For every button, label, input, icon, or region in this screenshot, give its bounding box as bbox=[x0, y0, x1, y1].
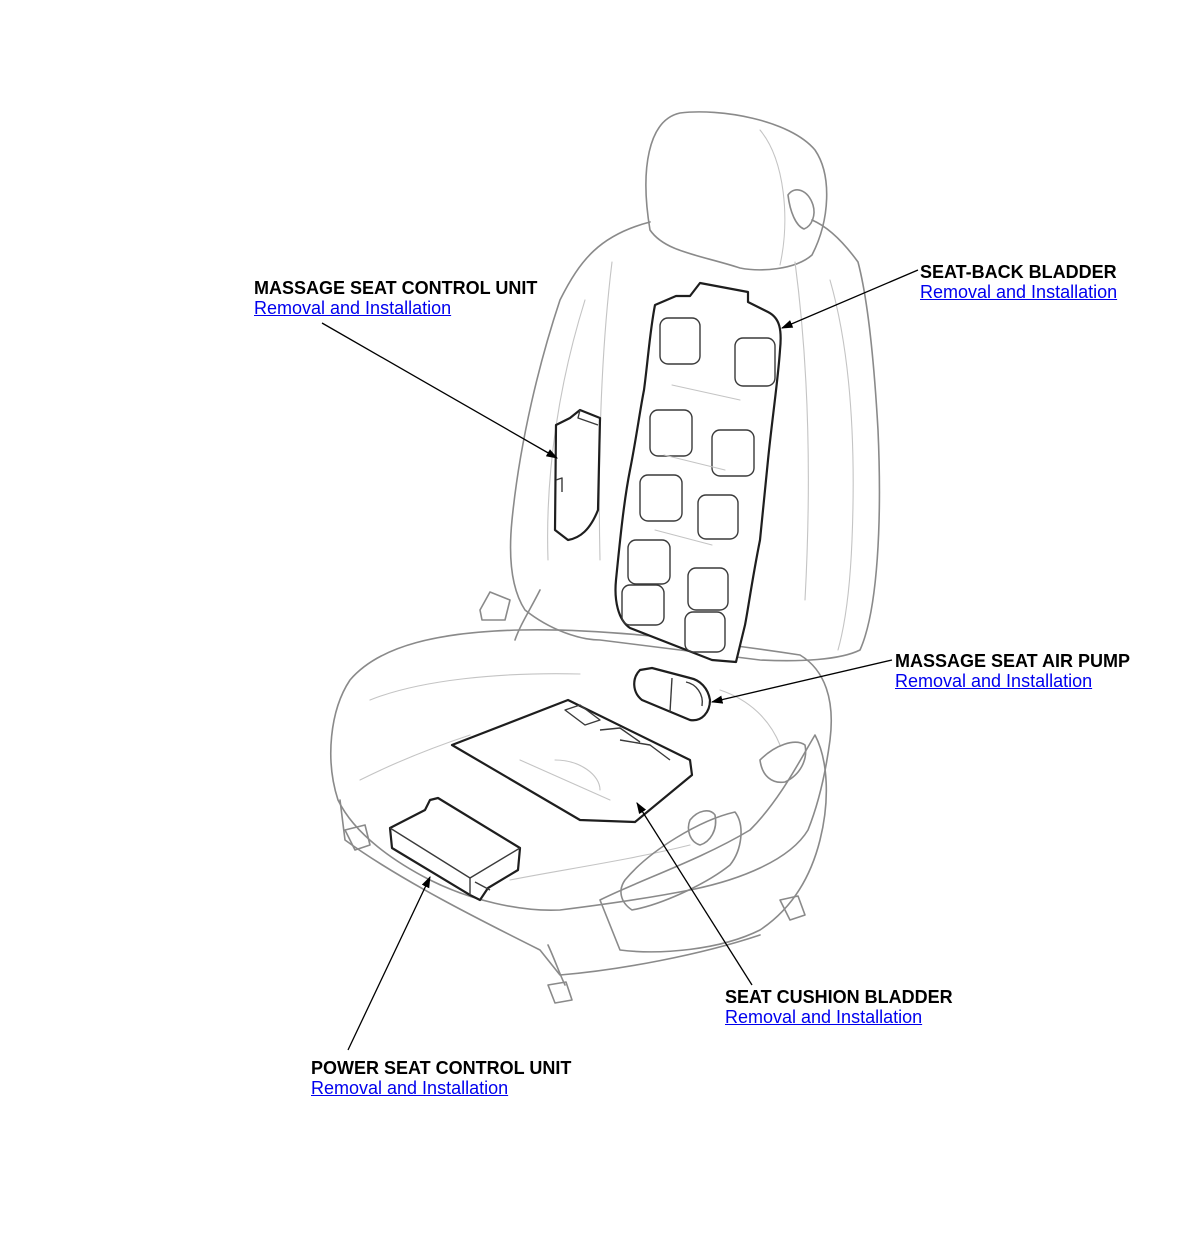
massage-seat-control-unit bbox=[553, 408, 602, 542]
rail-foot-rear bbox=[779, 895, 806, 921]
massage-seat-air-pump bbox=[633, 666, 712, 722]
label-power-seat-control-unit: POWER SEAT CONTROL UNIT bbox=[311, 1058, 572, 1078]
bladder-pad bbox=[697, 494, 739, 540]
callout-massage-seat-control-unit: MASSAGE SEAT CONTROL UNIT Removal and In… bbox=[254, 278, 537, 320]
label-massage-seat-control-unit: MASSAGE SEAT CONTROL UNIT bbox=[254, 278, 538, 298]
seat-switch-small bbox=[759, 741, 807, 784]
bladder-pad bbox=[649, 409, 693, 457]
bladder-pad bbox=[687, 567, 729, 611]
seat-outline bbox=[330, 111, 881, 1004]
seat-back-bladder bbox=[614, 281, 782, 664]
rail-foot-left bbox=[344, 824, 371, 851]
bladder-pad bbox=[639, 474, 683, 522]
leader-seat-back-bladder bbox=[780, 269, 919, 329]
link-seat-cushion-bladder-removal[interactable]: Removal and Installation bbox=[725, 1007, 923, 1027]
callout-power-seat-control-unit: POWER SEAT CONTROL UNIT Removal and Inst… bbox=[311, 1058, 571, 1100]
link-seat-back-bladder-removal[interactable]: Removal and Installation bbox=[920, 282, 1118, 302]
seat-cushion-bladder bbox=[450, 698, 694, 824]
seat-frame bbox=[339, 799, 761, 976]
leader-cushion-bladder bbox=[636, 802, 753, 986]
headrest-button bbox=[787, 189, 815, 230]
leader-control-unit bbox=[321, 322, 559, 459]
link-power-seat-control-unit-removal[interactable]: Removal and Installation bbox=[311, 1078, 509, 1098]
side-cover bbox=[599, 734, 828, 953]
bladder-pad bbox=[621, 584, 665, 626]
link-massage-seat-air-pump-removal[interactable]: Removal and Installation bbox=[895, 671, 1093, 691]
seat-switch-large bbox=[620, 811, 742, 911]
leader-air-pump bbox=[710, 659, 893, 704]
rail-foot-right bbox=[547, 981, 573, 1004]
power-seat-control-unit bbox=[388, 796, 522, 902]
leader-power-unit bbox=[347, 875, 431, 1051]
bladder-pad bbox=[684, 611, 726, 653]
headrest bbox=[645, 111, 828, 271]
seat-back bbox=[509, 219, 881, 662]
bladder-pad bbox=[734, 337, 776, 387]
bladder-pad bbox=[627, 539, 671, 585]
label-massage-seat-air-pump: MASSAGE SEAT AIR PUMP bbox=[895, 651, 1131, 671]
label-seat-back-bladder: SEAT-BACK BLADDER bbox=[920, 262, 1117, 282]
callout-massage-seat-air-pump: MASSAGE SEAT AIR PUMP Removal and Instal… bbox=[895, 651, 1130, 693]
belt-buckle bbox=[479, 591, 511, 621]
label-seat-cushion-bladder: SEAT CUSHION BLADDER bbox=[725, 987, 953, 1007]
bladder-pad bbox=[659, 317, 701, 365]
callout-seat-back-bladder: SEAT-BACK BLADDER Removal and Installati… bbox=[920, 262, 1117, 304]
callout-seat-cushion-bladder: SEAT CUSHION BLADDER Removal and Install… bbox=[725, 987, 953, 1029]
link-massage-seat-control-unit-removal[interactable]: Removal and Installation bbox=[254, 298, 452, 318]
bladder-pad bbox=[711, 429, 755, 477]
seat-cushion bbox=[330, 628, 833, 912]
